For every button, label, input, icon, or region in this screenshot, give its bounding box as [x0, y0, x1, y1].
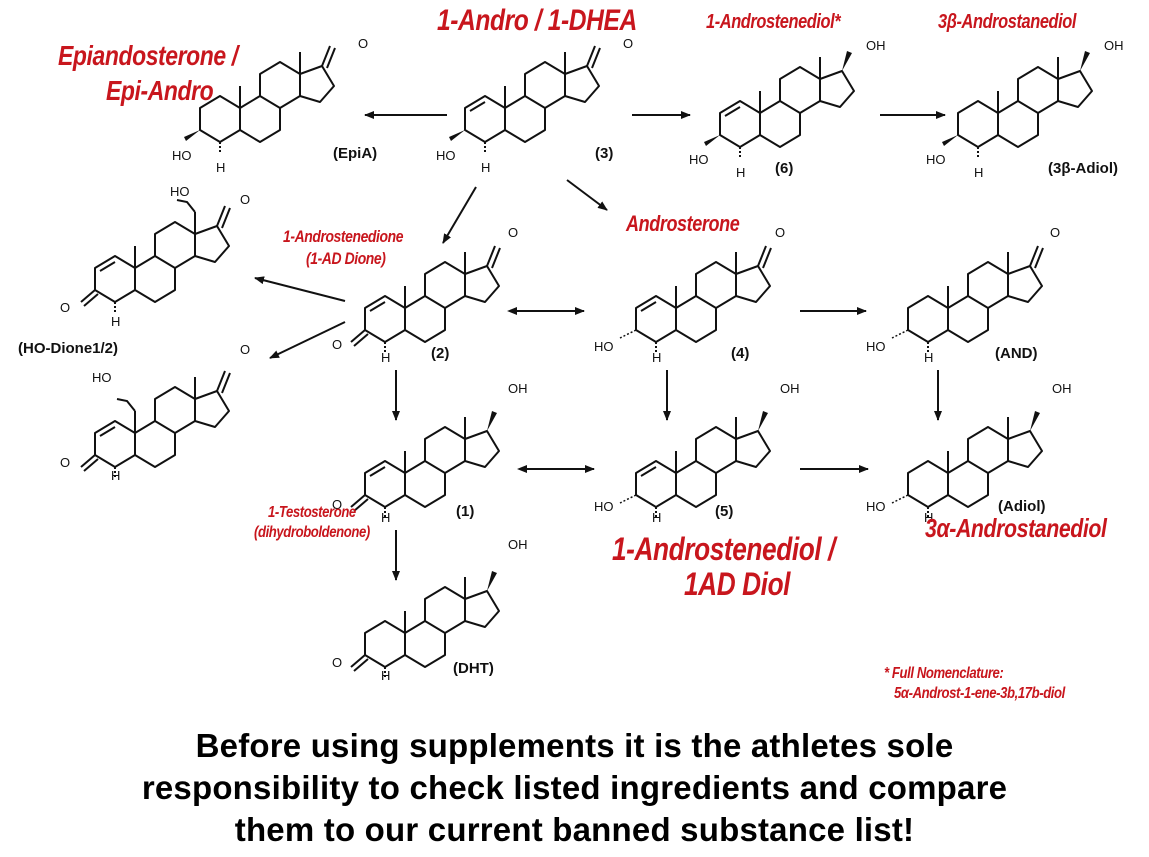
atom-h-6: H — [736, 165, 746, 180]
atom-ho-4: HO — [594, 339, 614, 354]
banner-line-3: them to our current banned substance lis… — [234, 811, 915, 848]
atom-ho-ho-dione-2: HO — [92, 370, 112, 385]
atom-ho-ho-dione-1: HO — [170, 184, 190, 199]
label-1-andro-1-dhea: 1-Andro / 1-DHEA — [437, 4, 637, 37]
atom-h-4: H — [652, 350, 662, 365]
atom-o3-ho-dione-1: O — [60, 300, 71, 315]
compound-code-5: (5) — [715, 503, 734, 520]
steroid-metabolism-diagram: O HO H O HO H OH HO H OH HO H HO O O H H… — [18, 4, 1124, 702]
atom-h-adiol: H — [924, 510, 934, 525]
atom-h-3b-adiol: H — [974, 165, 984, 180]
label-1-testosterone-line1: 1-Testosterone — [268, 504, 356, 521]
label-3alpha-androstanediol: 3α-Androstanediol — [925, 513, 1107, 543]
compound-code-3b-adiol: (3β-Adiol) — [1048, 160, 1118, 177]
atom-h-ho-dione-2: H — [111, 468, 121, 483]
footnote-nomenclature-line2: 5α-Androst-1-ene-3b,17b-diol — [894, 685, 1065, 702]
compound-code-epia: (EpiA) — [333, 145, 378, 162]
atom-o17-4: O — [775, 225, 786, 240]
atom-h-ho-dione-1: H — [111, 314, 121, 329]
structure-ho-dione-2 — [80, 370, 231, 480]
atom-o17-and: O — [1050, 225, 1061, 240]
atom-ho-5: HO — [594, 499, 614, 514]
label-1-androstenediol-line2: 1AD Diol — [684, 566, 791, 602]
footnote-nomenclature-line1: * Full Nomenclature: — [884, 665, 1004, 682]
arrow-2-to-ho-dione-2 — [269, 321, 346, 359]
arrow-2-to-ho-dione-1 — [254, 276, 346, 302]
atom-ho-adiol: HO — [866, 499, 886, 514]
atom-h-3: H — [481, 160, 491, 175]
atom-h-2: H — [381, 350, 391, 365]
atom-o3-ho-dione-2: O — [60, 455, 71, 470]
compound-code-4: (4) — [731, 345, 750, 362]
structure-6 — [704, 51, 855, 160]
atom-ho-6: HO — [689, 152, 709, 167]
label-1-androstenedione-line1: 1-Androstenedione — [283, 227, 404, 246]
compound-code-ho-dione: (HO-Dione1/2) — [18, 340, 119, 357]
structure-and — [891, 245, 1044, 355]
atom-o-3: O — [623, 36, 634, 51]
atom-h-1: H — [381, 510, 391, 525]
label-epiandrosterone-line1: Epiandosterone / — [58, 40, 238, 71]
compound-code-dht: (DHT) — [453, 660, 494, 677]
atom-o3-2: O — [332, 337, 343, 352]
atom-oh-6: OH — [866, 38, 886, 53]
structure-3 — [449, 45, 601, 155]
atom-ho-epia: HO — [172, 148, 192, 163]
atom-oh-1: OH — [508, 381, 528, 396]
label-1-testosterone-line2: (dihydroboldenone) — [254, 524, 370, 541]
structure-1 — [350, 411, 500, 520]
atom-o3-dht: O — [332, 655, 343, 670]
structure-3b-adiol — [942, 51, 1093, 160]
structure-ho-dione-1 — [80, 199, 231, 315]
reaction-scheme — [80, 45, 1093, 680]
banner-line-1: Before using supplements it is the athle… — [195, 727, 954, 764]
arrow-3-to-4 — [566, 179, 608, 211]
compound-code-adiol: (Adiol) — [998, 498, 1046, 515]
atom-oh-dht: OH — [508, 537, 528, 552]
atom-oh-5: OH — [780, 381, 800, 396]
label-1-androstenediol-star: 1-Androstenediol* — [706, 11, 841, 33]
label-androsterone: Androsterone — [626, 211, 740, 236]
structure-5 — [619, 411, 771, 520]
atom-h-epia: H — [216, 160, 226, 175]
atom-ho-3b-adiol: HO — [926, 152, 946, 167]
atom-o3-1: O — [332, 497, 343, 512]
warning-banner: Before using supplements it is the athle… — [0, 725, 1149, 851]
atom-oh-3b-adiol: OH — [1104, 38, 1124, 53]
compound-code-1: (1) — [456, 503, 475, 520]
atom-o17-2: O — [508, 225, 519, 240]
compound-code-2: (2) — [431, 345, 450, 362]
atom-o-epia: O — [358, 36, 369, 51]
label-1-androstenediol-line1: 1-Androstenediol / — [612, 531, 835, 567]
atom-h-5: H — [652, 510, 662, 525]
compound-code-3: (3) — [595, 145, 614, 162]
label-1-androstenedione-line2: (1-AD Dione) — [306, 249, 386, 268]
label-3beta-androstanediol: 3β-Androstanediol — [938, 11, 1077, 33]
compound-code-and: (AND) — [995, 345, 1038, 362]
atom-ho-3: HO — [436, 148, 456, 163]
atom-o17-ho-dione-2: O — [240, 342, 251, 357]
atom-ho-and: HO — [866, 339, 886, 354]
atom-h-dht: H — [381, 668, 391, 683]
banner-line-2: responsibility to check listed ingredien… — [141, 769, 1008, 806]
label-epiandrosterone-line2: Epi-Andro — [106, 75, 214, 106]
arrow-3-to-2 — [442, 186, 477, 244]
structure-4 — [619, 245, 772, 355]
atom-h-and: H — [924, 350, 934, 365]
atom-o17-ho-dione-1: O — [240, 192, 251, 207]
compound-code-6: (6) — [775, 160, 794, 177]
atom-oh-adiol: OH — [1052, 381, 1072, 396]
